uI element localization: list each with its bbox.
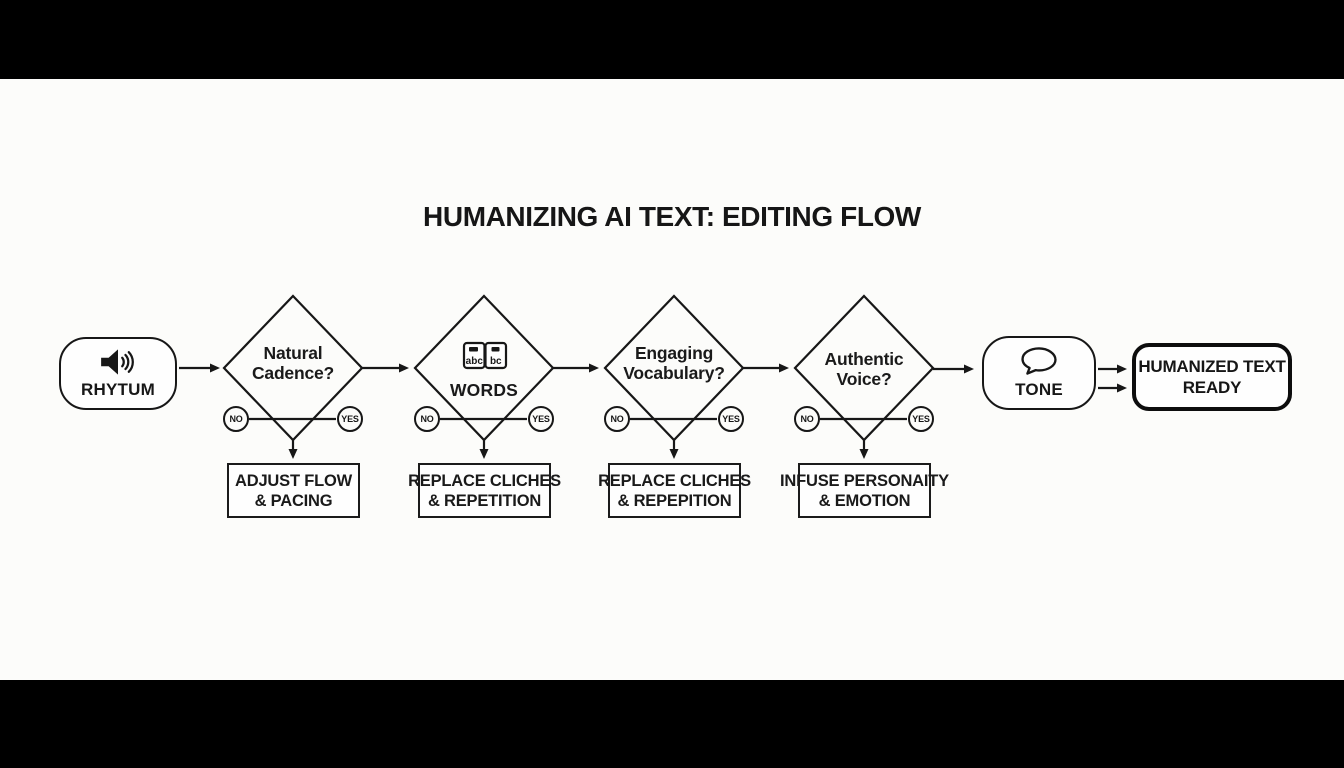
- tone-node: TONE: [982, 336, 1096, 410]
- decision-label-natural-cadence: Natural Cadence?: [251, 343, 335, 383]
- block-letters-abc: abc: [466, 356, 484, 367]
- letter-blocks-icon: abc bc: [462, 339, 508, 377]
- action-box-adjust-flow: ADJUST FLOW & PACING: [227, 463, 360, 518]
- yes-badge-d4: YES: [908, 406, 934, 432]
- decision-label-words: WORDS: [449, 380, 519, 400]
- yes-badge-d1: YES: [337, 406, 363, 432]
- start-node-rhythm: RHYTUM: [59, 337, 177, 410]
- decision-label-engaging-vocabulary: Engaging Vocabulary?: [623, 343, 725, 383]
- block-letters-bc: bc: [490, 356, 502, 367]
- no-badge-d3: NO: [604, 406, 630, 432]
- no-badge-d2: NO: [414, 406, 440, 432]
- action-box-infuse-personality: INFUSE PERSONAITY & EMOTION: [780, 463, 949, 518]
- decision-label-authentic-voice: Authentic Voice?: [824, 349, 904, 389]
- speech-bubble-icon: [1019, 346, 1059, 377]
- yes-badge-d3: YES: [718, 406, 744, 432]
- diagram-canvas: [0, 79, 1344, 680]
- tone-node-label: TONE: [1015, 380, 1063, 399]
- no-badge-d1: NO: [223, 406, 249, 432]
- speaker-volume-icon: [99, 347, 137, 377]
- action-box-replace-cliches-2: REPLACE CLICHES & REPEPITION: [598, 463, 751, 518]
- no-badge-d4: NO: [794, 406, 820, 432]
- page-title: HUMANIZING AI TEXT: EDITING FLOW: [423, 201, 921, 232]
- start-node-label: RHYTUM: [81, 380, 155, 399]
- yes-badge-d2: YES: [528, 406, 554, 432]
- action-box-replace-cliches-1: REPLACE CLICHES & REPETITION: [408, 463, 561, 518]
- end-node-humanized-text: HUMANIZED TEXT READY: [1132, 343, 1292, 411]
